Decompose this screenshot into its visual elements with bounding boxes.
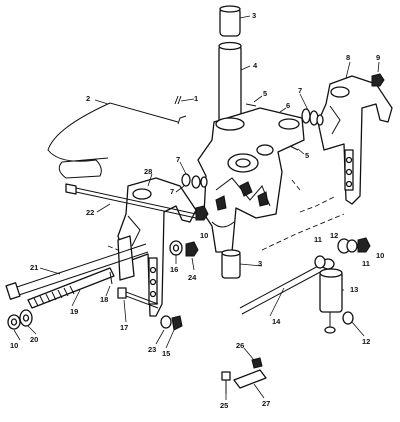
washers-part-7-left xyxy=(181,173,208,189)
callout-12-upper: 12 xyxy=(330,231,338,240)
nut-part-24 xyxy=(185,241,199,257)
cylinder-part-13 xyxy=(319,258,343,334)
bolt-part-17 xyxy=(117,287,159,309)
callout-10-left: 10 xyxy=(10,341,18,350)
callout-16: 16 xyxy=(170,265,178,274)
nut-part-10-right xyxy=(357,237,371,253)
clamp-bracket-right-part-8 xyxy=(317,75,393,205)
callout-18: 18 xyxy=(100,295,108,304)
callout-25: 25 xyxy=(220,401,228,410)
rod-part-14 xyxy=(239,263,325,315)
washers-part-7-right xyxy=(301,108,324,126)
tilt-tube-part-21 xyxy=(5,243,149,300)
callout-11-left: 11 xyxy=(314,235,322,244)
nut-part-20 xyxy=(19,309,33,327)
plate-part-27 xyxy=(233,369,267,389)
tube-part-3-lower xyxy=(221,249,241,279)
callout-8: 8 xyxy=(346,53,350,62)
callout-7-right: 7 xyxy=(298,86,302,95)
alignment-line-3 xyxy=(107,245,119,251)
callout-10-right: 10 xyxy=(376,251,384,260)
screw-part-5-lower xyxy=(289,145,299,151)
alignment-line-1 xyxy=(261,213,345,251)
callout-7-left-a: 7 xyxy=(176,155,180,164)
callout-22: 22 xyxy=(86,208,94,217)
pin-part-18 xyxy=(109,271,113,285)
nut-part-15 xyxy=(171,315,183,331)
tube-part-3-top xyxy=(219,5,241,37)
washer-part-11-b xyxy=(346,239,358,253)
callout-17: 17 xyxy=(120,323,128,332)
callout-15: 15 xyxy=(162,349,170,358)
callout-14: 14 xyxy=(272,317,281,326)
callout-12-lower: 12 xyxy=(362,337,370,346)
leader-lines xyxy=(13,15,380,400)
washer-part-10-left xyxy=(7,314,21,330)
callout-5-upper: 5 xyxy=(263,89,267,98)
callout-27: 27 xyxy=(262,399,270,408)
callout-9: 9 xyxy=(376,53,380,62)
callout-5-lower: 5 xyxy=(305,151,309,160)
callout-3-lower: 3 xyxy=(258,259,262,268)
callout-20: 20 xyxy=(30,335,38,344)
callout-10-center: 10 xyxy=(200,231,208,240)
callout-21: 21 xyxy=(30,263,38,272)
clamp-bracket-left-part-28 xyxy=(117,177,197,317)
callout-11-right: 11 xyxy=(362,259,370,268)
screw-part-5-upper xyxy=(245,103,257,107)
nut-part-10-center xyxy=(195,205,209,221)
callout-6: 6 xyxy=(286,101,290,110)
screw-part-25 xyxy=(221,371,231,394)
alignment-line-4 xyxy=(291,179,301,191)
threaded-stud-part-19 xyxy=(27,267,115,309)
callout-19: 19 xyxy=(70,307,78,316)
bushing-part-12-lower xyxy=(342,311,354,325)
washer-part-11-a xyxy=(314,255,326,269)
bolt-part-22 xyxy=(65,183,197,219)
callout-24: 24 xyxy=(188,273,197,282)
pin-part-1 xyxy=(174,95,182,105)
washer-part-23 xyxy=(160,315,172,329)
washer-part-16 xyxy=(169,240,183,256)
callout-labels: 1 2 3 3 4 5 5 6 7 7 7 8 9 10 10 10 11 11… xyxy=(10,11,384,410)
callout-7-left-b: 7 xyxy=(170,187,174,196)
nut-part-9 xyxy=(371,73,385,87)
callout-4: 4 xyxy=(253,61,258,70)
callout-28: 28 xyxy=(144,167,152,176)
swivel-bracket-part-6 xyxy=(197,107,305,253)
tube-part-4 xyxy=(218,41,242,126)
alignment-line-2 xyxy=(299,195,337,213)
callout-3-top: 3 xyxy=(252,11,256,20)
callout-13: 13 xyxy=(350,285,358,294)
callout-26: 26 xyxy=(236,341,244,350)
handle-bar-part-2 xyxy=(47,102,187,179)
callout-23: 23 xyxy=(148,345,156,354)
callout-1: 1 xyxy=(194,94,198,103)
callout-2: 2 xyxy=(86,94,90,103)
nut-part-26 xyxy=(251,357,263,369)
